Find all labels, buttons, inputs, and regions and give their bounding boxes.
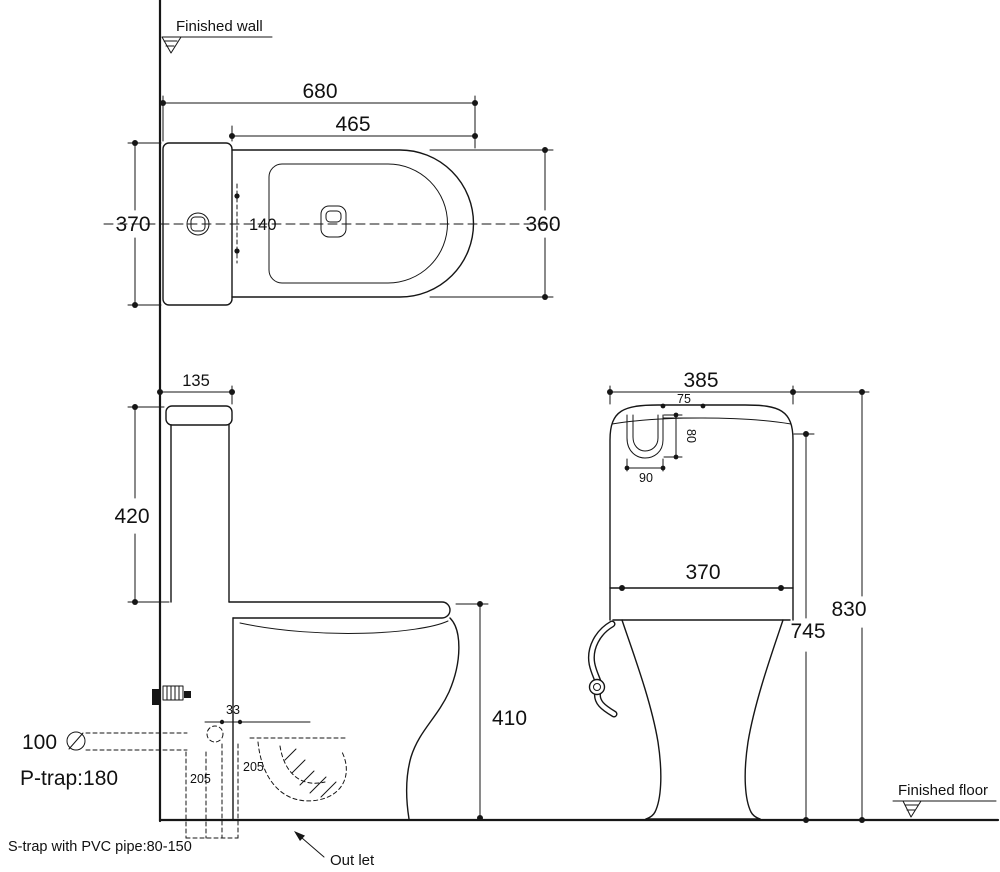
dim-410: 410 — [492, 707, 527, 730]
dim-420: 420 — [114, 505, 149, 528]
dim-830: 830 — [831, 598, 866, 621]
floor-hatch-symbol — [902, 800, 922, 818]
pedestal-right — [744, 619, 784, 820]
dim-140: 140 — [249, 216, 277, 234]
finished-wall: Finished wall — [158, 0, 273, 823]
cistern-lid-side — [165, 405, 233, 426]
fixing-hole — [234, 193, 240, 199]
outlet-label: Out let — [330, 852, 375, 869]
trap-opening — [320, 205, 347, 238]
dim-135: 135 — [182, 372, 210, 390]
outlet-arrow-icon — [294, 831, 305, 841]
seat-plan-outline — [268, 163, 448, 284]
dim-100: 100 — [22, 731, 57, 754]
dim-80: 80 — [684, 429, 698, 443]
outlet-circle — [206, 725, 224, 743]
pedestal-left — [621, 619, 662, 820]
finished-floor: Finished floor — [158, 782, 1000, 822]
wall-hatch-symbol — [161, 36, 182, 54]
dim-465: 465 — [335, 113, 370, 136]
dim-385: 385 — [683, 369, 718, 392]
finished-floor-label: Finished floor — [898, 782, 988, 799]
dim-370-top: 370 — [115, 213, 150, 236]
button-recess — [626, 414, 664, 459]
dim-75: 75 — [677, 392, 691, 406]
side-view: 135 420 410 100 P-trap:180 205 205 33 S-… — [8, 372, 527, 869]
seat-cover-side — [228, 601, 451, 619]
hose-connector-icon — [588, 678, 606, 696]
finished-wall-label: Finished wall — [176, 18, 263, 35]
trapway-hidden — [257, 741, 347, 802]
p-trap-label: P-trap:180 — [20, 767, 118, 790]
dim-205-left: 205 — [190, 772, 211, 786]
dim-745: 745 — [790, 620, 825, 643]
dim-205-right: 205 — [243, 760, 264, 774]
top-view: 140 680 465 370 360 — [103, 80, 561, 308]
dim-370-front: 370 — [685, 561, 720, 584]
fixing-hole — [234, 248, 240, 254]
dim-33: 33 — [226, 703, 240, 717]
dim-360: 360 — [525, 213, 560, 236]
bowl-profile-side — [405, 617, 460, 820]
s-trap-note: S-trap with PVC pipe:80-150 — [8, 839, 192, 855]
diameter-symbol-icon — [66, 731, 86, 751]
stop-valve-icon — [152, 689, 161, 705]
front-view: 385 75 80 90 370 745 830 — [587, 369, 870, 823]
dim-90: 90 — [639, 471, 653, 485]
dim-680: 680 — [302, 80, 337, 103]
